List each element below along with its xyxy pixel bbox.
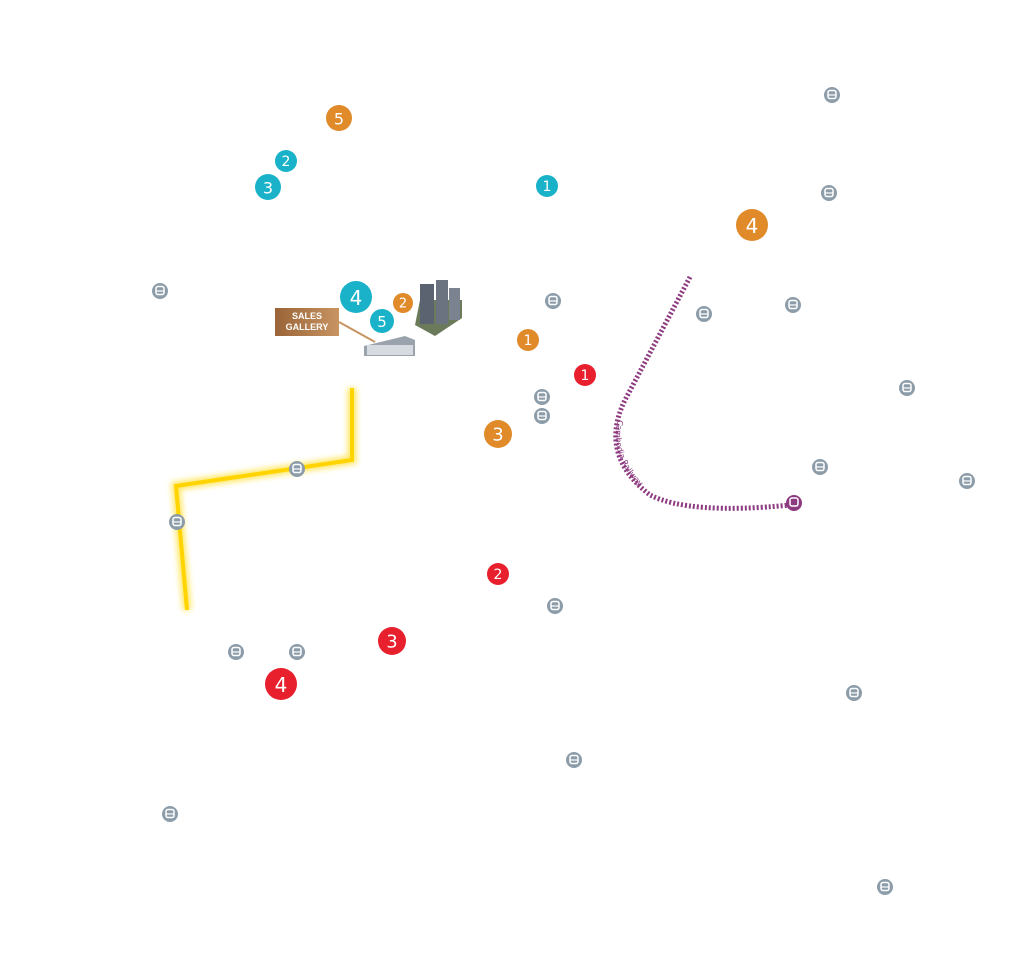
bus-stop-icon[interactable] (566, 752, 582, 768)
teal-marker-5[interactable]: 5 (370, 309, 394, 333)
bus-stop-icon[interactable] (545, 293, 561, 309)
marker-number: 1 (543, 179, 552, 195)
sales-gallery-line1: SALES (291, 311, 322, 321)
marker-number: 2 (399, 297, 407, 312)
sales-gallery-pointer (338, 321, 376, 343)
bus-stops (152, 87, 975, 895)
marker-number: 2 (282, 154, 291, 170)
bus-stop-icon[interactable] (547, 598, 563, 614)
teal-marker-2[interactable]: 2 (275, 150, 297, 172)
marker-number: 4 (350, 286, 363, 310)
marker-number: 3 (263, 179, 273, 198)
orange-marker-5[interactable]: 5 (326, 105, 352, 131)
bus-stop-icon[interactable] (228, 644, 244, 660)
bus-stop-icon[interactable] (696, 306, 712, 322)
teal-marker-1[interactable]: 1 (536, 175, 558, 197)
orange-marker-3[interactable]: 3 (484, 420, 512, 448)
bus-stop-icon[interactable] (289, 461, 305, 477)
marker-number: 4 (275, 673, 288, 697)
bus-stop-icon[interactable] (534, 408, 550, 424)
bus-stop-icon[interactable] (899, 380, 915, 396)
bus-stop-icon[interactable] (812, 459, 828, 475)
bus-stop-icon[interactable] (785, 297, 801, 313)
red-marker-4[interactable]: 4 (265, 668, 297, 700)
marker-number: 4 (746, 214, 759, 238)
project-tower-image (415, 280, 462, 336)
bus-stop-icon[interactable] (152, 283, 168, 299)
marker-number: 1 (524, 333, 533, 349)
bus-stop-icon[interactable] (959, 473, 975, 489)
bus-stop-icon[interactable] (289, 644, 305, 660)
bus-stop-icon[interactable] (534, 389, 550, 405)
teal-marker-4[interactable]: 4 (340, 281, 372, 313)
marker-number: 1 (581, 368, 590, 384)
orange-marker-1[interactable]: 1 (517, 329, 539, 351)
highway-route (171, 388, 357, 611)
marker-number: 5 (334, 110, 344, 129)
marker-number: 3 (492, 425, 503, 446)
sales-gallery-label: SALES GALLERY (275, 308, 339, 336)
red-marker-1[interactable]: 1 (574, 364, 596, 386)
marker-number: 2 (494, 567, 503, 583)
red-marker-2[interactable]: 2 (487, 563, 509, 585)
train-station-icon[interactable] (786, 495, 802, 511)
bus-stop-icon[interactable] (846, 685, 862, 701)
bus-stop-icon[interactable] (169, 514, 185, 530)
marker-number: 3 (386, 632, 397, 653)
bus-stop-icon[interactable] (877, 879, 893, 895)
red-marker-3[interactable]: 3 (378, 627, 406, 655)
bus-stop-icon[interactable] (824, 87, 840, 103)
sales-gallery-line2: GALLERY (285, 322, 329, 332)
teal-marker-3[interactable]: 3 (255, 174, 281, 200)
marker-number: 5 (377, 313, 387, 331)
orange-marker-2[interactable]: 2 (393, 293, 413, 313)
bus-stop-icon[interactable] (821, 185, 837, 201)
railway-label: Cambodia Railway (614, 419, 645, 488)
orange-marker-4[interactable]: 4 (736, 209, 768, 241)
bus-stop-icon[interactable] (162, 806, 178, 822)
sales-gallery-building-image (364, 336, 415, 356)
